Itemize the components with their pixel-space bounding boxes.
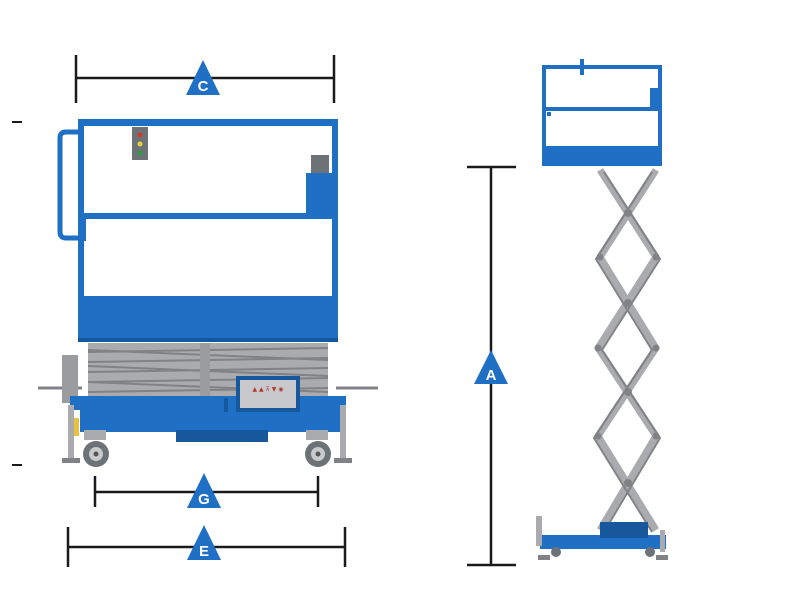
stabilizer-legs [62,405,352,463]
side-guard-rail [542,59,662,150]
outriggers [38,355,378,403]
side-platform-deck [542,146,662,166]
ground-control-marks: ▲ ▲ ⊼ ▼ ◉ [252,386,283,393]
dimension-e: E [66,525,347,567]
dimension-a: A [467,165,516,567]
dimension-e-label: E [199,543,209,560]
scissor-arms-shadow [592,171,662,533]
scissor-pivots [594,209,660,487]
dimension-c-label: C [198,78,209,95]
side-view: A [467,59,668,567]
platform-control-box [132,127,148,160]
dimension-g: G [93,473,320,508]
dimension-e-marker [187,525,221,560]
dimension-c-marker [186,60,220,95]
wheel-left [83,430,109,467]
dimension-c: C [74,55,336,103]
side-chassis [536,516,668,560]
guard-rail [57,119,338,299]
dimension-g-marker [187,473,221,508]
dimension-g-label: G [198,491,210,508]
dimension-a-marker [474,350,508,384]
ground-control-panel: ▲ ▲ ⊼ ▼ ◉ [236,376,300,412]
platform-deck [78,296,338,342]
platform-deck-trim [78,338,338,342]
wheel-right [305,430,331,467]
front-view: C [12,55,378,567]
scissor-arms-extended [594,168,660,532]
dimension-a-label: A [486,367,497,384]
entry-post [306,155,332,213]
chassis [70,396,346,442]
